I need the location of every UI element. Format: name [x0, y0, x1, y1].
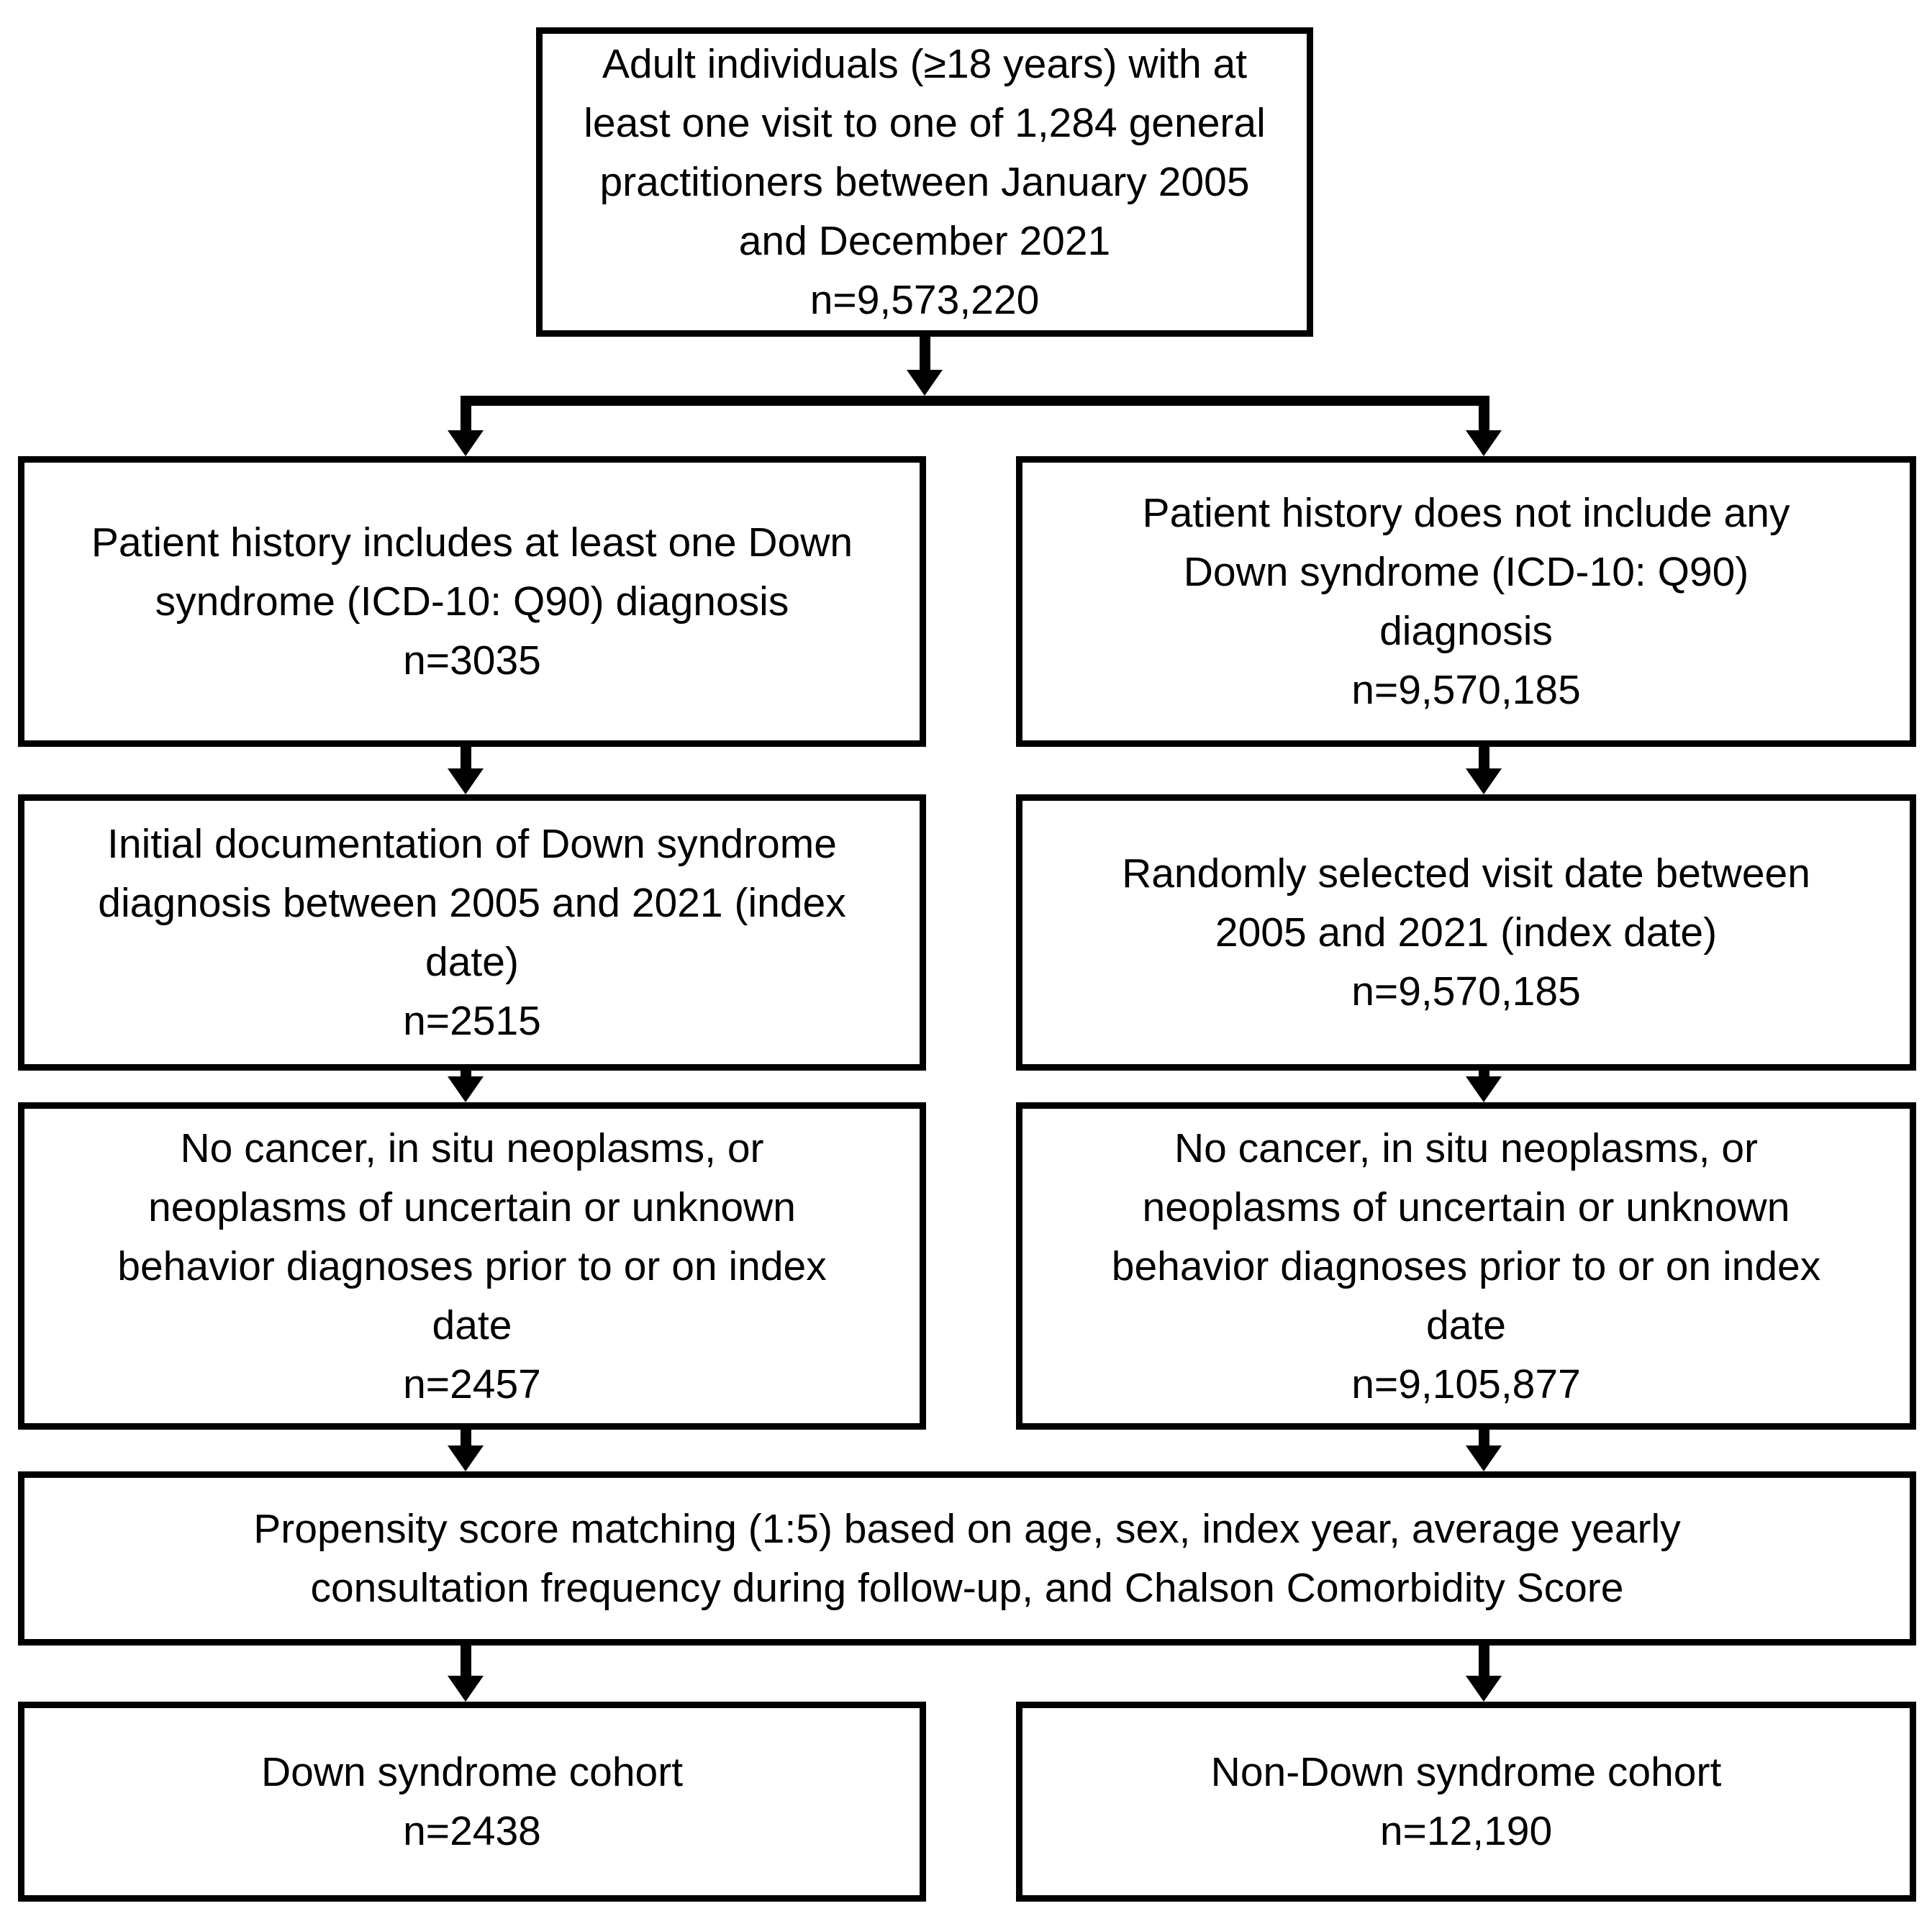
- arrow-no-cancer-left-to-matching: [448, 1430, 484, 1471]
- arrow-stem: [1478, 1071, 1489, 1076]
- arrow-head-icon: [448, 1445, 484, 1471]
- ds-history-box: Patient history includes at least one Do…: [18, 456, 926, 747]
- arrow-stem: [460, 1430, 471, 1445]
- arrow-ds-history-to-index-date: [448, 747, 484, 794]
- arrow-head-icon: [448, 768, 484, 794]
- arrow-no-cancer-right-to-matching: [1466, 1430, 1502, 1471]
- non-ds-cohort-box: Non-Down syndrome cohort n=12,190: [1016, 1702, 1916, 1902]
- arrow-head-icon: [1466, 430, 1502, 456]
- arrow-random-visit-to-no-cancer: [1466, 1071, 1502, 1102]
- no-cancer-ds-box: No cancer, in situ neoplasms, or neoplas…: [18, 1102, 926, 1430]
- arrow-split-left: [448, 396, 484, 456]
- top-population-box: Adult individuals (≥18 years) with at le…: [536, 27, 1313, 337]
- arrow-split-right: [1466, 396, 1502, 456]
- arrow-head-icon: [1466, 768, 1502, 794]
- propensity-matching-box: Propensity score matching (1:5) based on…: [18, 1471, 1916, 1646]
- arrow-stem: [1478, 1430, 1489, 1445]
- arrow-head-icon: [1466, 1445, 1502, 1471]
- arrow-stem: [460, 1071, 471, 1076]
- arrow-stem: [919, 337, 930, 370]
- arrow-head-icon: [448, 430, 484, 456]
- arrow-head-icon: [1466, 1676, 1502, 1702]
- arrow-stem: [1478, 1646, 1489, 1676]
- arrow-head-icon: [448, 1676, 484, 1702]
- ds-cohort-box: Down syndrome cohort n=2438: [18, 1702, 926, 1902]
- non-ds-history-box: Patient history does not include any Dow…: [1016, 456, 1916, 747]
- arrow-index-date-to-no-cancer: [448, 1071, 484, 1102]
- arrow-stem: [460, 1646, 471, 1676]
- index-date-box: Initial documentation of Down syndrome d…: [18, 794, 926, 1071]
- arrow-matching-to-ds-cohort: [448, 1646, 484, 1702]
- arrow-stem: [460, 747, 471, 768]
- arrow-stem: [460, 396, 471, 430]
- random-visit-box: Randomly selected visit date between 200…: [1016, 794, 1916, 1071]
- arrow-head-icon: [448, 1076, 484, 1102]
- arrow-stem: [1478, 396, 1489, 430]
- split-bar: [461, 396, 1489, 406]
- arrow-head-icon: [1466, 1076, 1502, 1102]
- arrow-head-icon: [907, 370, 943, 396]
- arrow-stem: [1478, 747, 1489, 768]
- arrow-non-ds-history-to-random-visit: [1466, 747, 1502, 794]
- arrow-matching-to-non-ds-cohort: [1466, 1646, 1502, 1702]
- no-cancer-non-ds-box: No cancer, in situ neoplasms, or neoplas…: [1016, 1102, 1916, 1430]
- arrow-top-to-split: [907, 337, 943, 396]
